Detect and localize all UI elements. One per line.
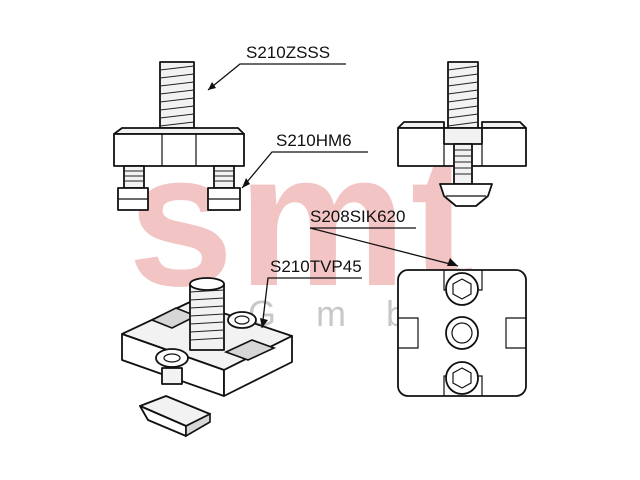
label-nut: S210HM6	[276, 131, 352, 150]
hex-nut-right	[207, 165, 241, 211]
side-view-assembly	[113, 61, 245, 211]
end-view-assembly	[397, 61, 527, 207]
threaded-bolt	[159, 61, 195, 129]
socket-head-top	[445, 272, 479, 306]
center-bore	[445, 316, 479, 350]
t-nut-iso	[139, 395, 211, 438]
socket-head-bottom	[445, 361, 479, 395]
label-plate: S210TVP45	[270, 257, 362, 276]
top-view-assembly	[397, 269, 527, 397]
threaded-bolt-iso	[189, 277, 225, 351]
hex-nut-left	[117, 165, 149, 211]
set-screw-end	[439, 143, 493, 207]
socket-screw-front-iso	[155, 348, 189, 385]
callout-screw: S208SIK620	[309, 207, 459, 267]
callout-nut: S210HM6	[241, 131, 368, 189]
socket-screw-top-iso	[227, 311, 257, 329]
label-screw: S208SIK620	[310, 207, 405, 226]
slot-right	[505, 317, 526, 349]
callout-plate: S210TVP45	[260, 257, 362, 329]
isometric-assembly	[121, 277, 293, 438]
label-bolt: S210ZSSS	[246, 43, 330, 62]
callout-bolt: S210ZSSS	[207, 43, 346, 91]
clamp-body	[113, 127, 245, 167]
threaded-bolt-end	[447, 61, 479, 131]
slot-left	[398, 317, 419, 349]
